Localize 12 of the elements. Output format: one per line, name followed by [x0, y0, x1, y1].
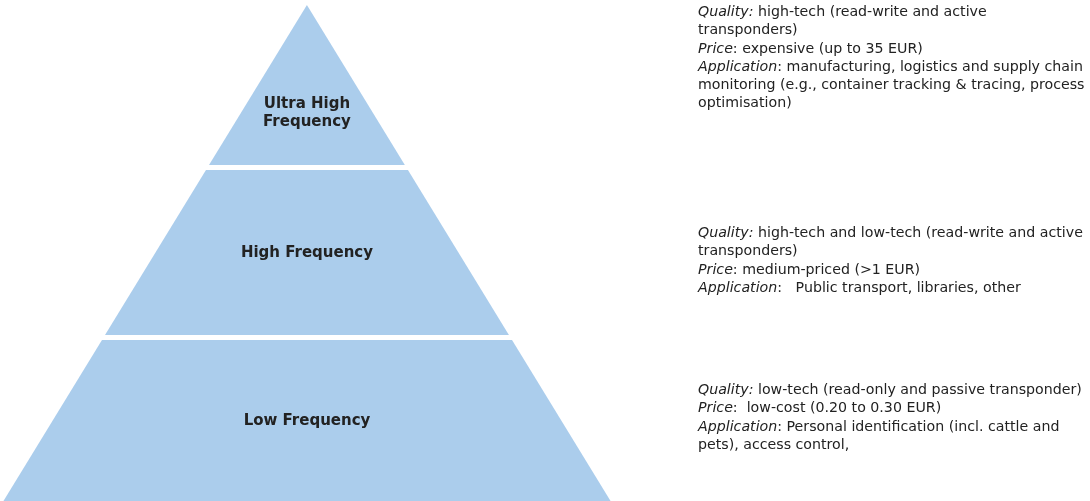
application-text: Application: Public transport, libraries, other [698, 277, 1022, 297]
band-label: Ultra High Frequency [262, 94, 352, 130]
quality-text: Quality: high-tech and low-tech (read-write and active transponders) [698, 223, 1084, 260]
application-text: Application: Personal identification (incl. cattle and pets), access control, [698, 416, 1061, 454]
application-text: Application: manufacturing, logistics and supply chain monitoring (e.g., container tracking & tracing, process optimisation) [698, 56, 1086, 112]
band-label: High Frequency [239, 243, 375, 261]
quality-text: Quality: high-tech (read-write and active transponders) [698, 2, 988, 39]
price-text: Price: expensive (up to 35 EUR) [698, 38, 924, 57]
price-text: Price: medium-priced (>1 EUR) [698, 259, 922, 278]
quality-text: Quality: low-tech (read-only and passive transponder) [698, 380, 1083, 399]
price-text: Price: low-cost (0.20 to 0.30 EUR) [698, 398, 943, 417]
band-label: Low Frequency [242, 411, 372, 429]
